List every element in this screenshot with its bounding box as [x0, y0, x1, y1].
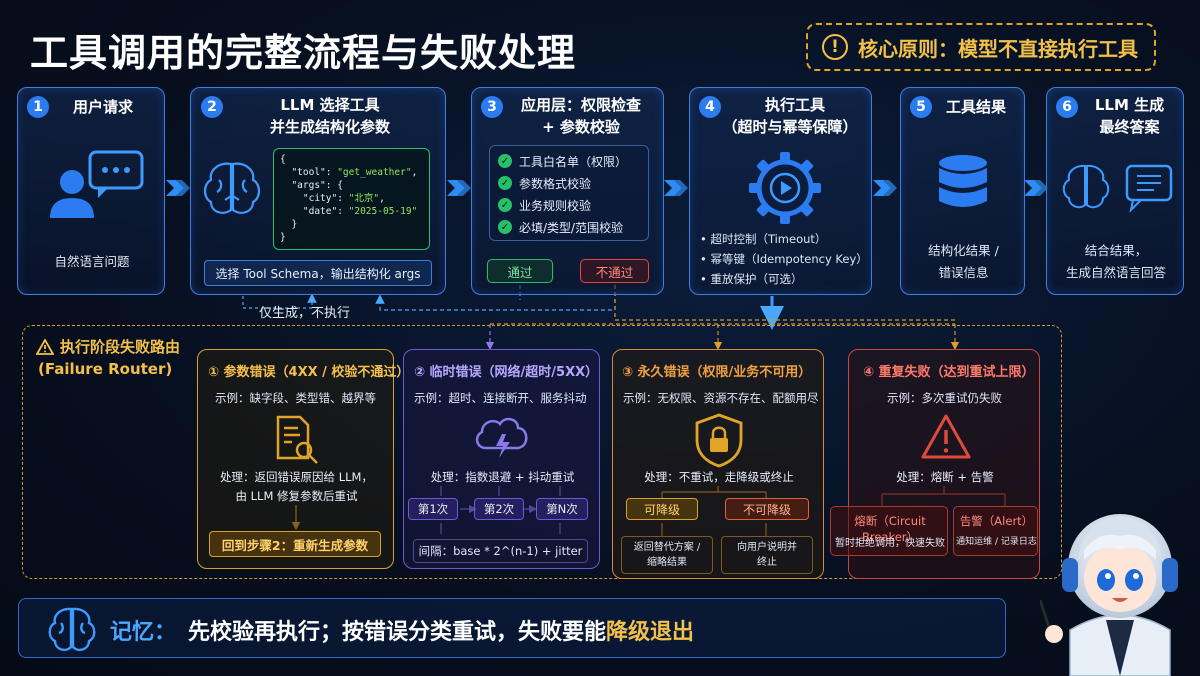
step-title-line2: （超时与幂等保障）: [722, 118, 858, 136]
step-title: 用户请求: [72, 98, 133, 116]
check-item: ✓业务规则校验: [498, 194, 640, 216]
tool-schema-bar: 选择 Tool Schema，输出结构化 args: [204, 260, 432, 286]
brain-icon: [203, 162, 261, 214]
step-description-line1: 结构化结果 /: [928, 243, 999, 258]
mascot-robot-illustration: [1040, 514, 1178, 676]
step-number: 6: [1056, 96, 1078, 118]
card-title: ④ 重复失败（达到重试上限）: [863, 365, 1035, 380]
card-handle: 处理：熔断 + 告警: [896, 470, 994, 484]
step-6-final-answer: 6 LLM 生成 最终答案 结合结果， 生成自然语言回答: [1046, 87, 1184, 295]
bullet-idempotency: • 幂等键（Idempotency Key）: [700, 252, 868, 266]
retry-1: 第1次: [408, 498, 458, 520]
non-degradable-option: 不可降级: [725, 498, 809, 520]
step-title-line1: 应用层：权限检查: [520, 96, 641, 114]
fail-badge: 不通过: [580, 259, 649, 283]
step-number: 4: [699, 96, 721, 118]
check-item: ✓必填/类型/范围校验: [498, 216, 640, 238]
step-title-line1: 执行工具: [764, 96, 825, 114]
shield-lock-icon: [695, 413, 743, 468]
card-example: 示例：多次重试仍失败: [887, 391, 1002, 405]
check-icon: ✓: [498, 198, 512, 212]
step-number: 5: [910, 96, 932, 118]
validation-checklist: ✓工具白名单（权限） ✓参数格式校验 ✓业务规则校验 ✓必填/类型/范围校验: [489, 145, 649, 241]
check-icon: ✓: [498, 154, 512, 168]
json-arguments-block: { "tool": "get_weather", "args": { "city…: [273, 148, 430, 250]
check-icon: ✓: [498, 176, 512, 190]
core-principle-banner: ! 核心原则：模型不直接执行工具: [806, 23, 1156, 71]
brain-answer-icon: [1062, 164, 1173, 214]
transient-error-card: ② 临时错误（网络/超时/5XX） 示例：超时、连接断开、服务抖动 处理：指数退…: [403, 349, 600, 569]
card-example: 示例：无权限、资源不存在、配额用尽: [623, 391, 819, 405]
permanent-error-card: ③ 永久错误（权限/业务不可用） 示例：无权限、资源不存在、配额用尽 处理：不重…: [612, 349, 824, 579]
failure-router-container: [22, 325, 1062, 579]
check-icon: ✓: [498, 220, 512, 234]
step-5-tool-result: 5 工具结果 结构化结果 / 错误信息: [900, 87, 1025, 295]
page-title: 工具调用的完整流程与失败处理: [30, 31, 577, 75]
retry-2: 第2次: [474, 498, 524, 520]
check-item: ✓参数格式校验: [498, 172, 640, 194]
user-chat-icon: [50, 150, 144, 218]
card-handle-line1: 处理：返回错误原因给 LLM，: [220, 470, 373, 484]
alert-triangle-icon: [921, 414, 971, 459]
circuit-breaker-box: 熔断（Circuit Breaker） 暂时拒绝调用，快速失败: [830, 506, 948, 556]
bullet-replay: • 重放保护（可选）: [700, 272, 803, 286]
database-icon: [939, 155, 987, 207]
non-degradable-detail: 向用户说明并终止: [721, 536, 813, 574]
gear-play-icon: [749, 152, 821, 224]
memory-text: 先校验再执行；按错误分类重试，失败要能降级退出: [188, 620, 695, 645]
loop-note: 仅生成，不执行: [259, 306, 351, 321]
step-description-line2: 错误信息: [938, 265, 989, 280]
brain-memory-icon: [48, 607, 96, 652]
step-4-execute-tool: 4 执行工具 （超时与幂等保障） • 超时控制（Timeout） • 幂等键（I…: [689, 87, 872, 295]
exclamation-icon: !: [822, 34, 848, 60]
step-description-line2: 生成自然语言回答: [1065, 265, 1166, 280]
card-example: 示例：超时、连接断开、服务抖动: [414, 391, 587, 405]
back-to-step2-action: 回到步骤2：重新生成参数: [209, 531, 381, 557]
step-description-line1: 结合结果，: [1084, 243, 1148, 258]
step-1-user-request: 1 用户请求 自然语言问题: [17, 87, 165, 295]
memory-highlight: 降级退出: [606, 620, 695, 645]
storm-cloud-icon: [475, 417, 528, 458]
bullet-timeout: • 超时控制（Timeout）: [700, 232, 827, 246]
card-title: ① 参数错误（4XX / 校验不通过）: [208, 365, 410, 380]
retry-interval: 间隔：base * 2^(n-1) + jitter: [413, 539, 588, 563]
core-principle-text: 核心原则：模型不直接执行工具: [858, 36, 1138, 61]
card-title: ② 临时错误（网络/超时/5XX）: [414, 365, 599, 380]
card-handle: 处理：不重试，走降级或终止: [644, 470, 794, 484]
pass-badge: 通过: [487, 259, 553, 283]
memory-summary-bar: [18, 598, 1006, 658]
memory-label: 记忆：: [110, 620, 177, 645]
step-title-line1: LLM 生成: [1094, 96, 1165, 114]
step-title: 工具结果: [945, 98, 1006, 116]
failure-router-title: 执行阶段失败路由 (Failure Router): [36, 338, 181, 378]
step-number: 2: [201, 96, 223, 118]
execution-guarantees: • 超时控制（Timeout） • 幂等键（Idempotency Key） •…: [700, 229, 872, 289]
step-title-line2: + 参数校验: [542, 118, 620, 136]
check-item: ✓工具白名单（权限）: [498, 150, 640, 172]
step-title-line2: 并生成结构化参数: [269, 118, 390, 136]
alert-box: 告警（Alert） 通知运维 / 记录日志: [953, 506, 1038, 556]
card-handle-line2: 由 LLM 修复参数后重试: [235, 489, 358, 503]
card-example: 示例：缺字段、类型错、越界等: [215, 391, 376, 405]
degradable-detail: 返回替代方案 /缩略结果: [621, 536, 713, 574]
step-number: 1: [27, 96, 49, 118]
step-number: 3: [481, 96, 503, 118]
card-title: ③ 永久错误（权限/业务不可用）: [622, 365, 812, 380]
card-handle: 处理：指数退避 + 抖动重试: [430, 470, 575, 484]
warning-icon: [36, 339, 54, 355]
retry-n: 第N次: [536, 498, 588, 520]
step-title-line2: 最终答案: [1099, 118, 1160, 136]
document-search-icon: [276, 415, 318, 464]
step-title-line1: LLM 选择工具: [280, 96, 380, 114]
step-description: 自然语言问题: [54, 254, 130, 269]
degradable-option: 可降级: [626, 498, 698, 520]
